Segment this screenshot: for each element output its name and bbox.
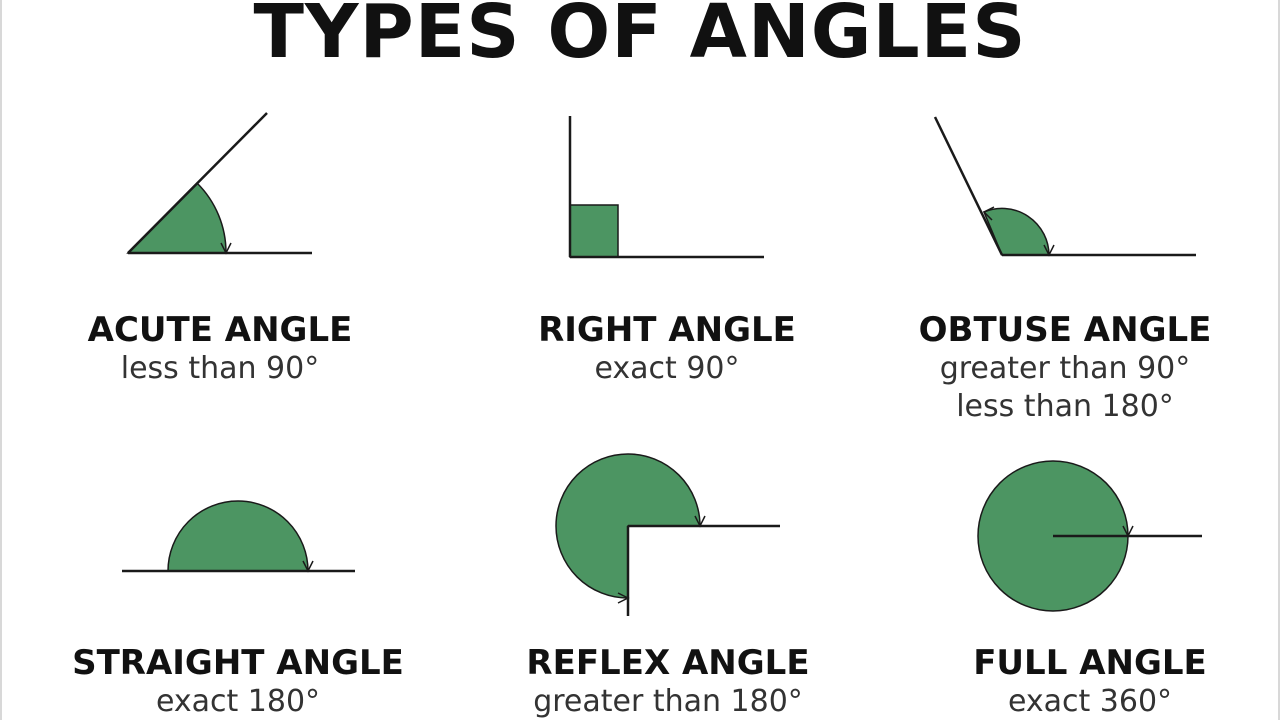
angle-name: REFLEX ANGLE bbox=[526, 643, 810, 683]
acute-angle-label: ACUTE ANGLE less than 90° bbox=[30, 310, 410, 388]
angle-description: greater than 180° bbox=[533, 684, 803, 719]
straight-angle-diagram bbox=[122, 500, 355, 573]
angle-description: greater than 90° bbox=[939, 351, 1191, 386]
full-angle-label: FULL ANGLE exact 360° bbox=[900, 643, 1280, 721]
acute-angle-arrowhead bbox=[220, 242, 232, 255]
angle-name: STRAIGHT ANGLE bbox=[72, 643, 404, 683]
right-angle-label: RIGHT ANGLE exact 90° bbox=[477, 310, 857, 388]
angle-name: RIGHT ANGLE bbox=[538, 310, 796, 350]
obtuse-angle-label: OBTUSE ANGLE greater than 90° less than … bbox=[875, 310, 1255, 426]
acute-angle-sector bbox=[126, 181, 227, 254]
full-angle-arrowhead bbox=[1122, 525, 1134, 538]
reflex-angle-arrowhead bbox=[694, 515, 706, 528]
reflex-angle-label: REFLEX ANGLE greater than 180° bbox=[478, 643, 858, 721]
obtuse-angle-sector bbox=[983, 207, 1050, 256]
straight-angle-arrowhead bbox=[302, 560, 314, 573]
straight-angle-sector bbox=[167, 500, 309, 572]
angle-name: OBTUSE ANGLE bbox=[918, 310, 1212, 350]
angle-description: less than 90° bbox=[120, 351, 320, 386]
straight-angle-label: STRAIGHT ANGLE exact 180° bbox=[48, 643, 428, 721]
page-title: TYPES OF ANGLES bbox=[253, 0, 1027, 75]
obtuse-angle-diagram bbox=[933, 116, 1196, 257]
obtuse-angle-arm-ray bbox=[933, 116, 1004, 256]
acute-angle-arm-ray bbox=[127, 112, 268, 254]
angle-description: exact 90° bbox=[594, 351, 740, 386]
angle-name: ACUTE ANGLE bbox=[87, 310, 353, 350]
reflex-angle-arrowhead-vertical bbox=[617, 592, 630, 604]
right-angle-diagram bbox=[568, 116, 764, 259]
full-angle-diagram bbox=[977, 460, 1202, 612]
reflex-angle-diagram bbox=[555, 453, 780, 616]
angle-description-secondary: less than 180° bbox=[956, 389, 1174, 424]
obtuse-angle-arrowhead bbox=[1043, 244, 1055, 257]
obtuse-angle-arrowhead-arm bbox=[982, 206, 995, 221]
acute-angle-diagram bbox=[126, 112, 312, 255]
right-angle-square bbox=[569, 204, 619, 258]
angle-description: exact 180° bbox=[155, 684, 321, 719]
angle-name: FULL ANGLE bbox=[973, 643, 1207, 683]
angle-description: exact 360° bbox=[1007, 684, 1173, 719]
